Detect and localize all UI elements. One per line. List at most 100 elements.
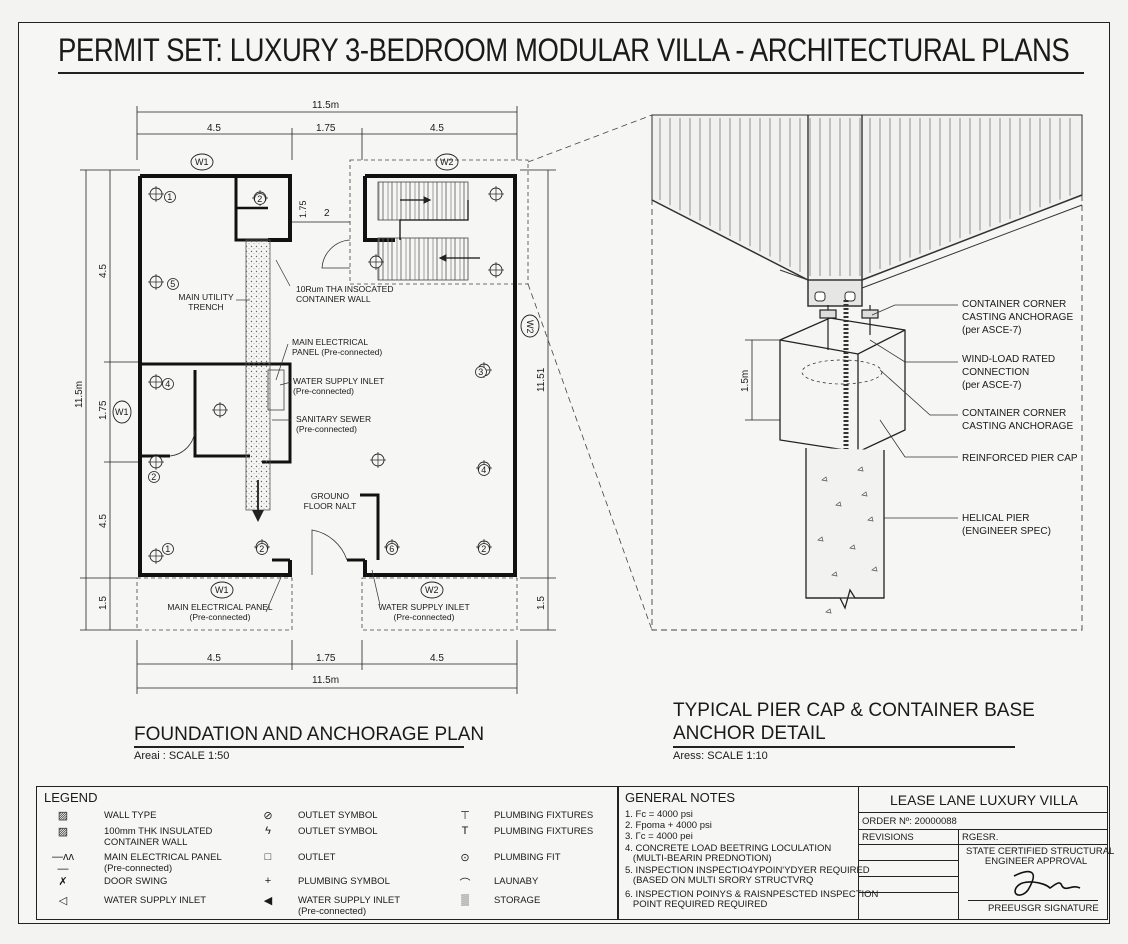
pier-number: 1 bbox=[162, 543, 174, 555]
legend-entry: MAIN ELECTRICAL PANEL (Pre-connected) bbox=[104, 852, 222, 874]
sanitary-sewer-label: SANITARY SEWER(Pre-connected) bbox=[296, 414, 371, 434]
tap-icon: T bbox=[461, 825, 469, 837]
stair bbox=[377, 181, 480, 281]
legend-entry: OUTLET SYMBOL bbox=[298, 810, 378, 821]
legend-entry: STORAGE bbox=[494, 895, 541, 906]
order-number: ORDER Nº: 20000088 bbox=[862, 816, 957, 827]
wall-tag-w2-top: W2 bbox=[440, 157, 454, 167]
project-name: LEASE LANE LUXURY VILLA bbox=[890, 792, 1078, 808]
pier-crosshair-icon bbox=[148, 374, 164, 390]
title-underline bbox=[58, 72, 1084, 74]
dim-left-c: 4.5 bbox=[98, 514, 109, 528]
legend-entry: OUTLET SYMBOL bbox=[298, 826, 378, 837]
utility-trench bbox=[245, 239, 271, 511]
dim-right-total: 11.51 bbox=[536, 367, 547, 392]
dim-top-a: 4.5 bbox=[207, 123, 221, 134]
notes-divider bbox=[617, 786, 619, 920]
dim-top-c: 4.5 bbox=[430, 123, 444, 134]
pier-crosshair-icon bbox=[148, 548, 164, 564]
detail-section-title-1: TYPICAL PIER CAP & CONTAINER BASE bbox=[673, 700, 1035, 721]
svg-text:4: 4 bbox=[165, 379, 170, 389]
notes-title: GENERAL NOTES bbox=[625, 790, 736, 805]
dim-bottom-c: 4.5 bbox=[430, 653, 444, 664]
detail-leaders bbox=[869, 304, 958, 519]
panel-box bbox=[267, 369, 285, 411]
detail-scale: Aress: SCALE 1:10 bbox=[673, 750, 768, 762]
svg-text:6: 6 bbox=[389, 544, 394, 554]
bottom-electrical-label: MAIN ELECTRICAL PANEL(Pre-connected) bbox=[167, 602, 273, 622]
callout-line-bottom bbox=[527, 283, 653, 631]
dim-left-d: 1.5 bbox=[98, 596, 109, 610]
svg-text:3: 3 bbox=[478, 367, 483, 377]
svg-text:2: 2 bbox=[257, 194, 262, 204]
water-inlet-label: WATER SUPPLY INLET(Pre-connected) bbox=[293, 376, 384, 396]
pier-cap bbox=[779, 317, 906, 453]
general-note: 1. Fc = 4000 psi bbox=[625, 809, 693, 820]
legend-entry: WALL TYPE bbox=[104, 810, 157, 821]
pier-number: 4 bbox=[478, 464, 490, 476]
dim-top-total: 11.5m bbox=[312, 100, 339, 111]
square-icon: □ bbox=[264, 851, 272, 863]
left-dimensions bbox=[80, 169, 140, 631]
cap-height-dim bbox=[745, 339, 780, 421]
pier-number: 2 bbox=[256, 543, 268, 555]
dim-left-b: 1.75 bbox=[98, 400, 109, 420]
legend-box bbox=[36, 786, 1108, 920]
container-module bbox=[651, 114, 1083, 307]
pier-number: 1 bbox=[164, 191, 176, 203]
svg-text:4: 4 bbox=[481, 465, 486, 475]
legend-entry: WATER SUPPLY INLET bbox=[104, 895, 207, 906]
dim-left-total: 11.5m bbox=[74, 381, 85, 408]
legend-entry: PLUMBING FIXTURES bbox=[494, 826, 594, 837]
wall-tag-w1-top: W1 bbox=[195, 157, 209, 167]
wall-tag-w2-bottom: W2 bbox=[425, 585, 439, 595]
svg-text:2: 2 bbox=[481, 544, 486, 554]
general-note: 4. CONCRETE LOAD BEETRING LOCULATION (MU… bbox=[625, 843, 832, 864]
pier-markers: 1 2 5 4 2 1 2 6 2 3 4 bbox=[148, 186, 504, 564]
pier-cap-label: REINFORCED PIER CAP bbox=[962, 453, 1078, 464]
dim-bottom-b: 1.75 bbox=[316, 653, 336, 664]
svg-text:1: 1 bbox=[165, 544, 170, 554]
helical-pier-label: HELICAL PIER(ENGINEER SPEC) bbox=[962, 513, 1051, 537]
resistor-icon: —ʌʌ— bbox=[52, 851, 74, 875]
exterior-walls bbox=[138, 174, 517, 577]
outlet-circle-icon: ⊘ bbox=[263, 810, 273, 822]
lightning-icon: ϟ bbox=[265, 825, 271, 837]
pier-number: 2 bbox=[148, 471, 160, 483]
legend-title: LEGEND bbox=[44, 790, 98, 805]
detail-section-title-2: ANCHOR DETAIL bbox=[673, 723, 826, 744]
top-dimensions bbox=[136, 106, 518, 160]
svg-text:5: 5 bbox=[170, 279, 175, 289]
right-dimensions bbox=[520, 169, 556, 631]
svg-text:2: 2 bbox=[151, 472, 156, 482]
dim-bottom-a: 4.5 bbox=[207, 653, 221, 664]
pier-crosshair-icon bbox=[148, 454, 164, 470]
dim-left-a: 4.5 bbox=[98, 264, 109, 278]
legend-entry: LAUNABY bbox=[494, 876, 539, 887]
dim-bottom-total: 11.5m bbox=[312, 675, 339, 686]
approval-label: STATE CERTIFIED STRUCTURAL ENGINEER APPR… bbox=[966, 846, 1115, 867]
svg-text:2: 2 bbox=[259, 544, 264, 554]
pier-number: 3 bbox=[475, 366, 487, 378]
legend-entry: OUTLET bbox=[298, 852, 336, 863]
pier-crosshair-icon bbox=[148, 186, 164, 202]
bottom-dimensions bbox=[136, 640, 518, 694]
general-note: 3. Γc = 4000 pei bbox=[625, 831, 693, 842]
legend-entry: PLUMBING FIT bbox=[494, 852, 561, 863]
anchor-bolts bbox=[819, 300, 879, 470]
pier-crosshair-icon bbox=[148, 274, 164, 290]
plan-leaders bbox=[236, 259, 381, 613]
legend-entry: WATER SUPPLY INLET (Pre-connected) bbox=[298, 895, 401, 917]
dim-top-b: 1.75 bbox=[316, 123, 336, 134]
signature-mark bbox=[1013, 870, 1081, 896]
general-note: 6. INSPECTION POINYS & RAISNPESCTED INSP… bbox=[625, 889, 879, 910]
callout-line-top bbox=[527, 114, 653, 163]
door-swings bbox=[169, 239, 351, 575]
